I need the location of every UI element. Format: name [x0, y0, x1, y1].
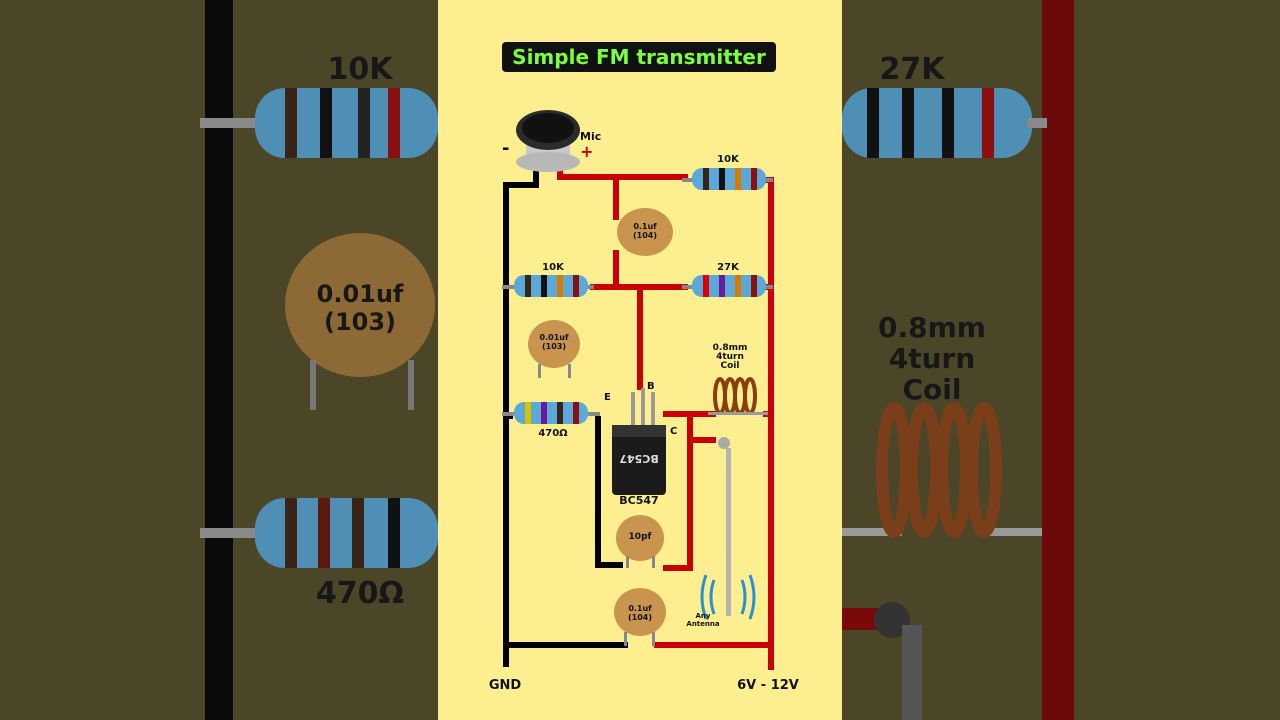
- resistor-10k-top-icon: [682, 168, 773, 190]
- pin-e-label: E: [604, 392, 611, 403]
- bg-label-10k: 10K: [327, 52, 393, 87]
- r2-label: 10K: [542, 262, 564, 273]
- mic-minus-label: -: [502, 138, 510, 159]
- capacitor-c2-icon: [528, 320, 580, 378]
- capacitor-c3-icon: [616, 515, 664, 568]
- coil-icon: [713, 377, 757, 415]
- antenna-icon: [700, 437, 756, 620]
- pin-b-label: B: [647, 381, 655, 392]
- c3-label: 10pf: [628, 532, 652, 542]
- left-background: 10K 0.01uf (103) 470Ω: [0, 0, 438, 720]
- gnd-label: GND: [488, 678, 522, 693]
- bg-label-470: 470Ω: [315, 576, 405, 611]
- circuit-drawing: [502, 110, 774, 670]
- transistor-marking: BC547: [619, 452, 659, 465]
- resistor-10k-mid-icon: [502, 275, 594, 297]
- bg-label-coil: 0.8mm 4turn Coil: [878, 311, 986, 406]
- pin-c-label: C: [670, 426, 678, 437]
- resistor-27k-icon: [682, 275, 773, 297]
- right-background-art: [842, 0, 1074, 720]
- r3-label: 27K: [717, 262, 739, 273]
- bg-label-capacitor: 0.01uf (103): [316, 280, 404, 336]
- microphone-icon: [516, 110, 580, 172]
- r4-label: 470Ω: [538, 428, 568, 439]
- capacitor-c1-icon: [617, 208, 673, 256]
- capacitor-c4-icon: [614, 588, 666, 646]
- antenna-label: Any Antenna: [686, 612, 720, 628]
- right-background: 27K 0.8mm 4turn Coil: [842, 0, 1280, 720]
- coil-label: 0.8mm 4turn Coil: [712, 343, 748, 371]
- c2-label: 0.01uf (103): [539, 333, 569, 351]
- resistor-470-icon: [502, 402, 600, 424]
- vcc-label: 6V - 12V: [737, 678, 799, 693]
- transistor-label: BC547: [619, 494, 659, 507]
- left-background-art: [200, 0, 438, 720]
- c4-label: 0.1uf (104): [627, 604, 652, 622]
- r1-label: 10K: [717, 154, 739, 165]
- mic-plus-label: +: [580, 142, 594, 161]
- transistor-icon: [612, 388, 666, 495]
- mic-label: Mic: [580, 130, 602, 143]
- schematic-panel: Simple FM transmitter: [438, 0, 842, 720]
- diagram-title: Simple FM transmitter: [502, 42, 776, 72]
- bg-label-27k: 27K: [879, 52, 945, 87]
- c1-label: 0.1uf (104): [632, 222, 657, 240]
